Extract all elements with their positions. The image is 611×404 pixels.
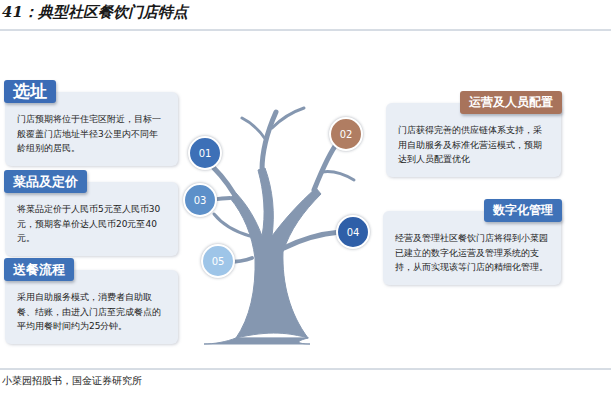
feature-box: 选址门店预期将位于住宅区附近，目标一般覆盖门店地址半径3公里内不同年龄组别的居民… [5,92,178,166]
source-caption: 小菜园招股书，国金证券研究所 [2,374,142,388]
feature-box: 数字化管理经营及管理社区餐饮门店将得到小菜园已建立的数字化运营及管理系统的支持，… [383,211,561,285]
number-circle: 05 [201,244,235,278]
box-body: 经营及管理社区餐饮门店将得到小菜园已建立的数字化运营及管理系统的支持，从而实现该… [395,231,549,275]
rule-line [0,30,611,31]
number-circle: 01 [188,136,222,170]
callout-number: 04 [347,227,360,238]
number-circle: 03 [183,183,217,217]
feature-box: 运营及人员配置门店获得完善的供应链体系支持，采用自助服务及标准化营运模式，预期达… [386,103,561,177]
number-circle: 04 [336,215,370,249]
box-heading: 数字化管理 [484,199,562,222]
callout-number: 05 [212,256,225,267]
number-circle: 02 [329,117,363,151]
box-body: 将菜品定价于人民币5元至人民币30元，预期客单价达人民币20元至40元。 [17,202,166,246]
chart-title: 41：典型社区餐饮门店特点 [2,3,188,22]
feature-box: 菜品及定价将菜品定价于人民币5元至人民币30元，预期客单价达人民币20元至40元… [5,182,178,256]
box-body: 门店获得完善的供应链体系支持，采用自助服务及标准化营运模式，预期达到人员配置优化 [398,123,549,167]
callout-number: 01 [199,148,212,159]
box-heading: 选址 [4,80,56,103]
callout-number: 02 [340,129,353,140]
callout-number: 03 [194,195,207,206]
box-heading: 菜品及定价 [4,170,87,193]
box-heading: 运营及人员配置 [460,91,562,114]
box-body: 采用自助服务模式，消费者自助取餐、结账，由进入门店至完成餐点的平均用餐时间约为2… [17,290,166,334]
box-body: 门店预期将位于住宅区附近，目标一般覆盖门店地址半径3公里内不同年龄组别的居民。 [17,112,166,156]
box-heading: 送餐流程 [4,258,74,281]
feature-box: 送餐流程采用自助服务模式，消费者自助取餐、结账，由进入门店至完成餐点的平均用餐时… [5,270,178,344]
rule-line [0,369,611,370]
